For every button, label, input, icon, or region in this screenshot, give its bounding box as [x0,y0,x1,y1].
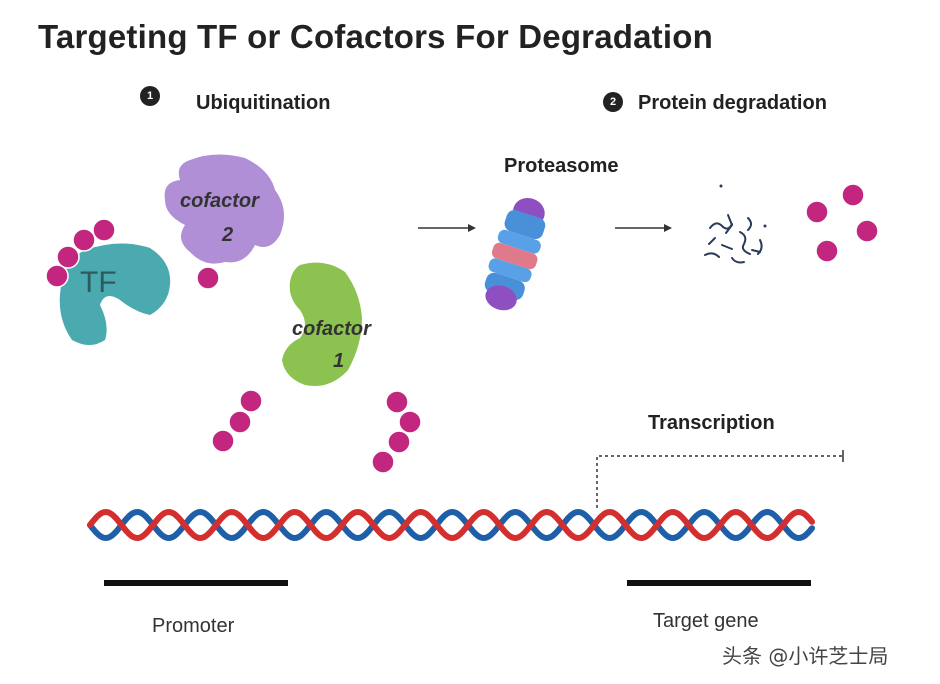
arrow-to-degradation [615,224,672,232]
watermark: 头条 @小许芝士局 [722,644,889,668]
cofactor-2-label: cofactor [180,190,259,212]
cofactor-2-shape [164,154,284,264]
transcription-arrow [596,450,844,508]
step-1-number: 1 [140,86,160,106]
peptide-fragments [704,184,767,264]
ub-chain-free-left [211,389,263,453]
ub-chain-free-right [371,390,422,474]
step-2-number: 2 [603,92,623,112]
tf-label: TF [80,266,117,299]
target-gene-bar [627,580,811,586]
tf-shape [59,243,171,345]
promoter-bar [104,580,288,586]
cofactor-1-index: 1 [333,350,345,372]
ub-cofactor2 [196,266,220,290]
step-1-label: Ubiquitination [196,92,331,114]
cofactor-2-index: 2 [222,224,234,246]
transcription-label: Transcription [648,412,775,434]
step-2-label: Protein degradation [638,92,827,114]
target-gene-label: Target gene [653,610,759,632]
ub-released [805,183,879,263]
page-title: Targeting TF or Cofactors For Degradatio… [38,18,713,55]
proteasome [484,197,546,311]
ub-chain-tf [45,218,116,288]
arrow-to-proteasome [418,224,476,232]
cofactor-1-label: cofactor [292,318,371,340]
proteasome-label: Proteasome [504,155,619,177]
dna-helix [87,508,815,542]
promoter-label: Promoter [152,615,235,637]
cofactor-1-shape [282,262,362,386]
